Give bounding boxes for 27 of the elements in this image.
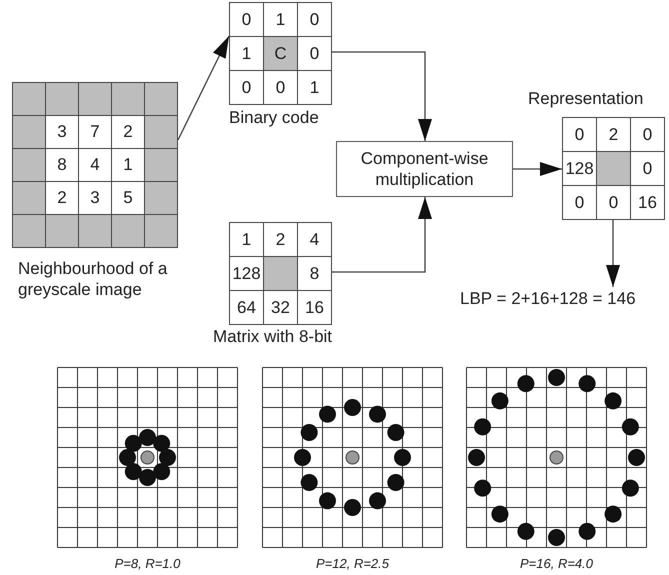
matrix-cell: 0 — [630, 117, 665, 152]
matrix-cell: 1 — [297, 70, 332, 105]
process-box: Component-wise multiplication — [336, 141, 513, 197]
grid-caption: P=16, R=4.0 — [519, 555, 594, 573]
grid-caption: Matrix with 8-bit — [213, 326, 334, 347]
grid-caption: Binary code — [229, 107, 320, 128]
grid-caption: P=12, R=2.5 — [315, 555, 390, 573]
result-formula: LBP = 2+16+128 = 146 — [460, 287, 669, 311]
arrow — [331, 51, 432, 141]
matrix-cell: 16 — [630, 185, 665, 220]
arrow — [177, 36, 230, 140]
grid-caption: P=8, R=1.0 — [114, 555, 182, 573]
arrow — [331, 197, 432, 273]
grid-caption: Neighbourhood of a greyscale image — [18, 258, 168, 300]
matrix-cell: 0 — [297, 2, 332, 37]
matrix-cell: 16 — [297, 290, 332, 325]
grid-heading: Representation — [528, 88, 644, 109]
matrix-cell: 0 — [229, 2, 264, 37]
matrix-cell: C — [263, 36, 298, 71]
matrix-cell: 1 — [229, 222, 264, 257]
arrow — [513, 162, 562, 176]
matrix-cell: 0 — [229, 70, 264, 105]
matrix-cell: 0 — [562, 117, 597, 152]
matrix-cell: 0 — [562, 185, 597, 220]
matrix-cell: 64 — [229, 290, 264, 325]
arrow — [606, 218, 620, 287]
matrix-cell: 4 — [297, 222, 332, 257]
